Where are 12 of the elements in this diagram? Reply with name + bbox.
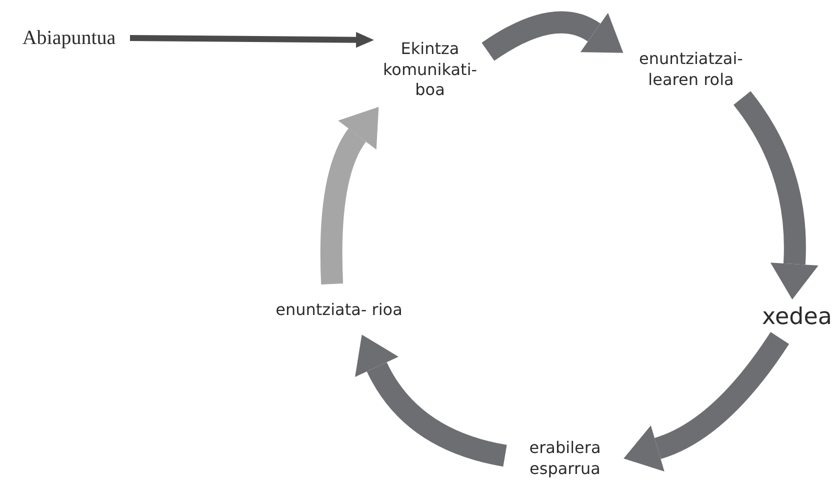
step-label: xedea — [762, 303, 832, 332]
arrow — [482, 11, 625, 61]
arrow — [355, 335, 508, 467]
arrow — [130, 32, 374, 48]
step-label: enuntziatzai- learen rola — [638, 49, 744, 91]
arrow — [733, 91, 818, 300]
step-label: erabilera esparrua — [528, 438, 602, 480]
step-label: enuntziata- rioa — [276, 300, 402, 320]
start-label: Abiapuntua — [22, 26, 116, 51]
arrow — [320, 106, 378, 284]
arrow — [624, 332, 789, 472]
step-label: Ekintza komunikati- boa — [382, 38, 478, 102]
